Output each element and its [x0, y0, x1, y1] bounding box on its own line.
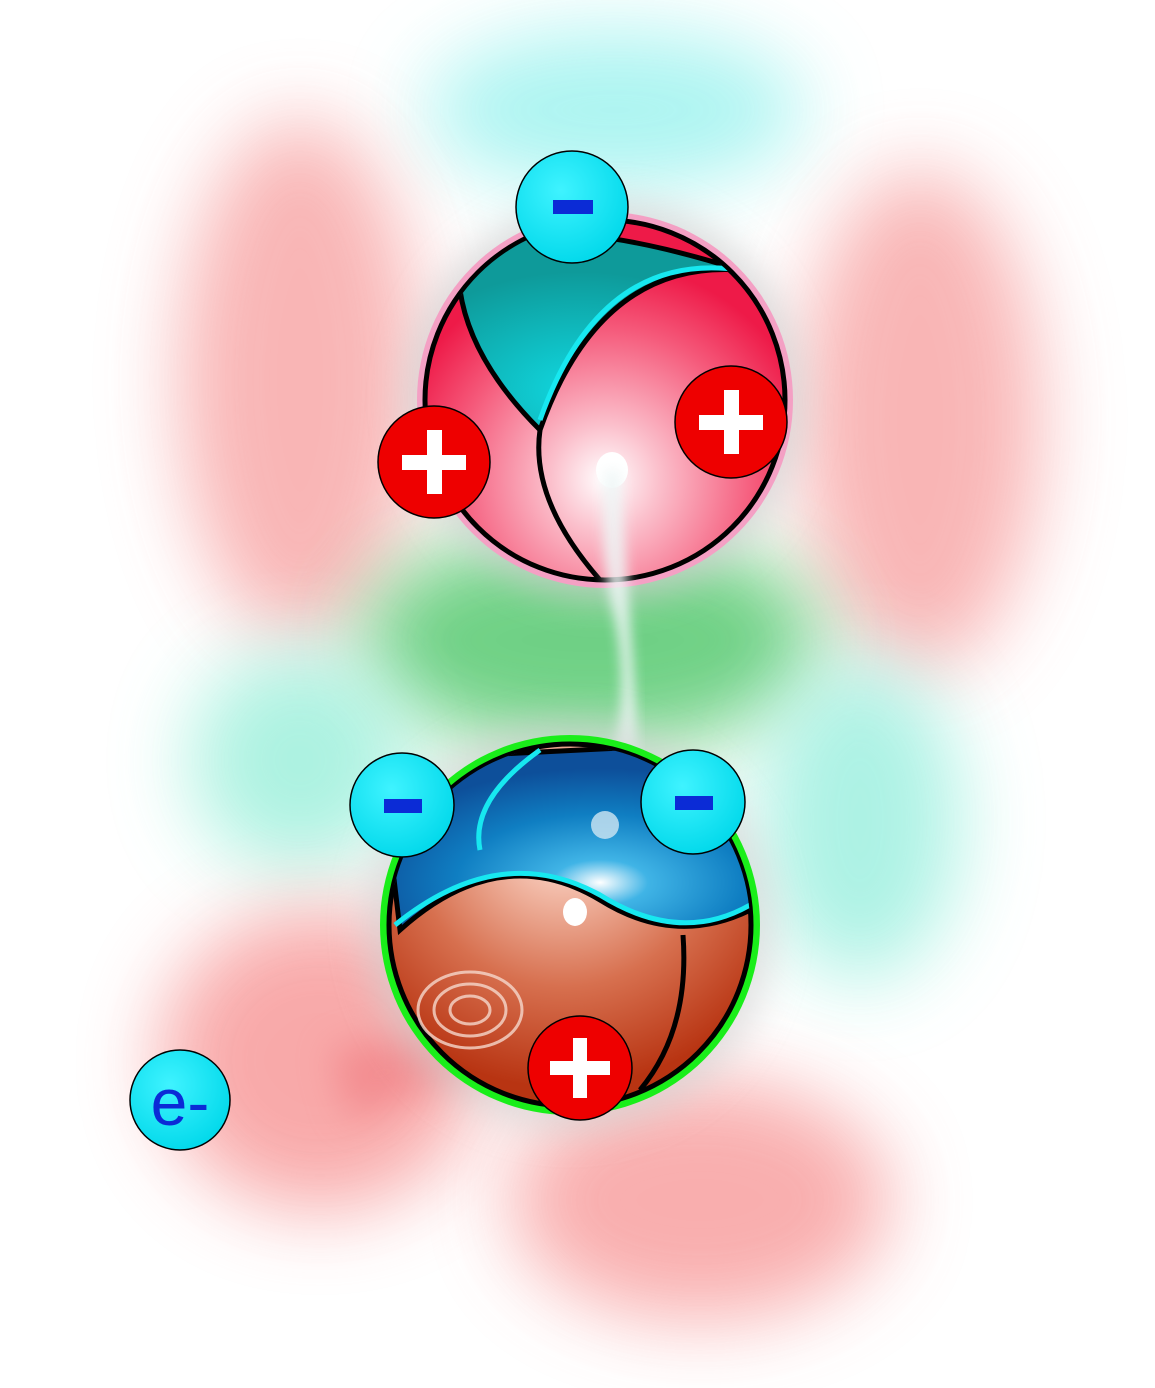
top-atom-sphere: [405, 200, 805, 600]
electron-impact-ripples: [416, 970, 524, 1050]
orbital-density-field: [160, 30, 1040, 1320]
green-bond-region: [360, 530, 820, 750]
red-lobe-upper-left: [180, 120, 420, 640]
cyan-lobe-mid-right: [760, 660, 960, 980]
negative-charge-bottom-right: -: [640, 749, 746, 855]
bottom-nucleus: [563, 898, 587, 926]
red-lobe-lower-right: [510, 1080, 890, 1320]
free-electron: e-: [129, 1049, 231, 1151]
cyan-lobe-top: [425, 30, 805, 190]
positive-charge-bottom: +: [527, 1015, 633, 1121]
positive-charge-top-right: +: [674, 365, 788, 479]
red-lobe-upper-right: [800, 170, 1040, 670]
negative-charge-top: -: [515, 150, 629, 264]
negative-charge-bottom-left: -: [349, 752, 455, 858]
charge-label: +: [731, 421, 732, 423]
charge-label: +: [434, 461, 435, 463]
electron-label: e-: [151, 1065, 210, 1139]
charge-label: +: [580, 1067, 581, 1069]
positive-charge-top-left: +: [377, 405, 491, 519]
